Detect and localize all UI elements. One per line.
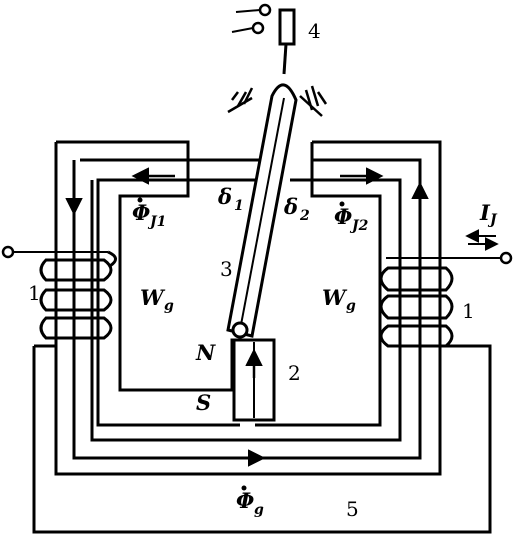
- winding-right-sub: g: [346, 298, 356, 314]
- winding-right-label: W: [322, 285, 348, 310]
- stop-right: [299, 85, 328, 117]
- bypass-number: 5: [346, 497, 359, 521]
- contact-number: 4: [308, 19, 321, 43]
- core-inner-right-2: [90, 178, 402, 442]
- flux-g-sub: g: [254, 502, 264, 518]
- permanent-magnet: [232, 338, 276, 422]
- coil-left-number: 1: [28, 281, 41, 305]
- core-outer-right: [54, 140, 442, 476]
- gap1-sub: 1: [234, 198, 244, 214]
- coil-right: [379, 251, 513, 348]
- flux-right-sub: J2: [349, 218, 369, 234]
- stop-left: [227, 87, 254, 114]
- contact: [231, 3, 296, 46]
- core-outer-left: [56, 140, 270, 392]
- flux-left-sub: J1: [147, 214, 166, 230]
- current-label: I: [479, 200, 491, 225]
- coil-right-number: 1: [462, 299, 475, 323]
- flux-right-label: Φ: [334, 204, 352, 229]
- core-inner-left: [80, 158, 272, 427]
- flux-g-label: Φ: [236, 488, 254, 513]
- gap2-label: δ: [283, 194, 298, 219]
- south-pole-label: S: [196, 390, 211, 415]
- gap2-sub: 2: [299, 208, 310, 224]
- coil-left: [1, 245, 117, 340]
- armature: [226, 43, 298, 339]
- bypass-core: [32, 344, 492, 534]
- flux-left-label: Φ: [132, 200, 150, 225]
- north-pole-label: N: [195, 340, 216, 365]
- current-sub: J: [487, 212, 498, 228]
- winding-left-sub: g: [164, 298, 174, 314]
- core-inner-right: [72, 158, 422, 460]
- gap1-label: δ: [217, 184, 232, 209]
- pole-right: [255, 142, 382, 427]
- armature-number: 3: [220, 257, 233, 281]
- magnet-number: 2: [288, 361, 301, 385]
- winding-left-label: W: [140, 285, 166, 310]
